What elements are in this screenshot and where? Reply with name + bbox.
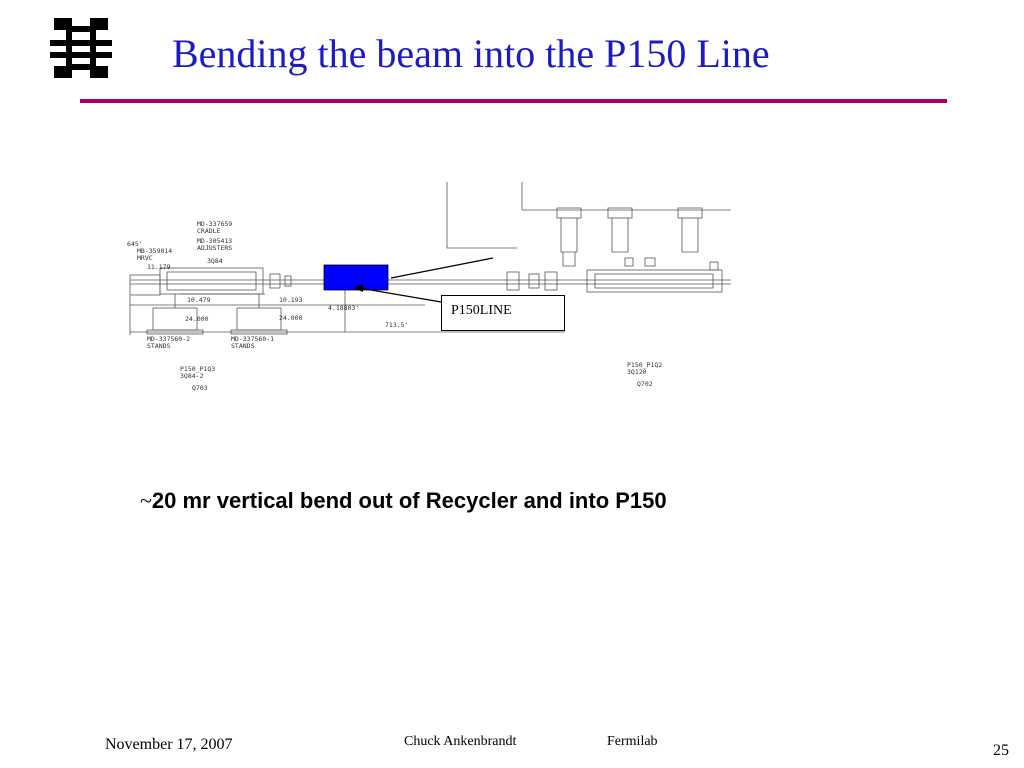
label-q3-id: 3Q84-2 — [180, 372, 204, 380]
title-divider — [80, 99, 947, 103]
label-dim-7135: 713.5' — [385, 321, 408, 329]
label-dim-10193: 10.193 — [279, 296, 303, 304]
beamline-drawing: MD-337659 CRADLE MD-305413 ADJUSTERS 3Q8… — [127, 182, 731, 392]
label-q3-num: Q703 — [192, 384, 208, 392]
footer-org: Fermilab — [607, 734, 658, 749]
label-stands2-code: MD-337560-1 — [231, 335, 274, 343]
label-cradle-code: MD-337659 — [197, 220, 232, 228]
label-stands2: STANDS — [231, 342, 255, 350]
label-left-edge: 645' — [127, 240, 143, 248]
fermilab-logo-icon — [50, 18, 112, 78]
quad-support-frame — [607, 207, 633, 253]
footer-author: Chuck Ankenbrandt — [404, 734, 517, 749]
label-adjusters-code: MD-305413 — [197, 237, 232, 245]
page-number: 25 — [993, 742, 1009, 759]
label-stands1-code: MD-337560-2 — [147, 335, 190, 343]
p150line-callout: P150LINE — [441, 295, 565, 331]
label-dim-10479: 10.479 — [187, 296, 211, 304]
label-stands1: STANDS — [147, 342, 171, 350]
bend-magnet-block — [323, 264, 389, 291]
label-dim-418: 4.18803' — [328, 304, 359, 312]
label-adjusters-id: 3Q84 — [207, 257, 223, 265]
quad-support-frame — [677, 207, 703, 253]
page-title: Bending the beam into the P150 Line — [172, 31, 770, 76]
label-q3-name: P150_P1Q3 — [180, 365, 215, 373]
label-q2-id: 3Q120 — [627, 368, 647, 376]
arrow-head-icon — [353, 284, 363, 292]
caption-text: 20 mr vertical bend out of Recycler and … — [151, 488, 667, 513]
label-dim-24a: 24.000 — [185, 315, 209, 323]
label-mrvc-code: MB-359014 — [137, 247, 172, 255]
footer-date: November 17, 2007 — [105, 736, 233, 753]
slide-caption: ~20 mr vertical bend out of Recycler and… — [140, 488, 667, 514]
label-adjusters: ADJUSTERS — [197, 244, 232, 252]
label-q2-num: Q702 — [637, 380, 653, 388]
quad-support-frame — [556, 207, 582, 267]
label-mrvc: MRVC — [137, 254, 153, 262]
label-q2-name: P150_P1Q2 — [627, 361, 662, 369]
label-cradle: CRADLE — [197, 227, 221, 235]
label-dim-24b: 24.000 — [279, 314, 303, 322]
caption-tilde: ~ — [140, 488, 152, 513]
label-dim-11179: 11.179 — [147, 263, 171, 271]
